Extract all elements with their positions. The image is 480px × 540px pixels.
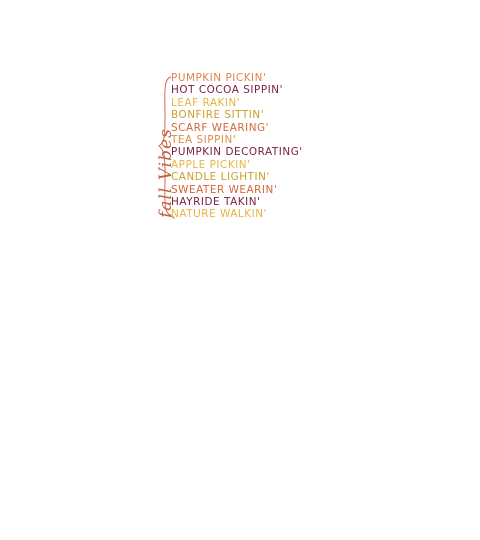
list-item: SWEATER WEARIN' — [171, 183, 278, 196]
list-item: TEA SIPPIN' — [171, 134, 237, 147]
list-item: PUMPKIN DECORATING' — [171, 146, 303, 159]
list-item: BONFIRE SITTIN' — [171, 109, 265, 122]
list-item: SCARF WEARING' — [171, 121, 270, 134]
fall-vibes-design: fall Vibes PUMPKIN PICKIN' HOT COCOA SIP… — [146, 70, 326, 226]
list-item: APPLE PICKIN' — [171, 158, 251, 171]
curly-brace-decoration — [158, 76, 172, 216]
list-item: CANDLE LIGHTIN' — [171, 171, 270, 184]
activity-list: PUMPKIN PICKIN' HOT COCOA SIPPIN' LEAF R… — [171, 72, 303, 221]
list-item: HOT COCOA SIPPIN' — [171, 84, 283, 97]
list-item: NATURE WALKIN' — [171, 208, 267, 221]
list-item: PUMPKIN PICKIN' — [171, 72, 267, 84]
list-item: LEAF RAKIN' — [171, 96, 241, 109]
list-item: HAYRIDE TAKIN' — [171, 196, 261, 209]
